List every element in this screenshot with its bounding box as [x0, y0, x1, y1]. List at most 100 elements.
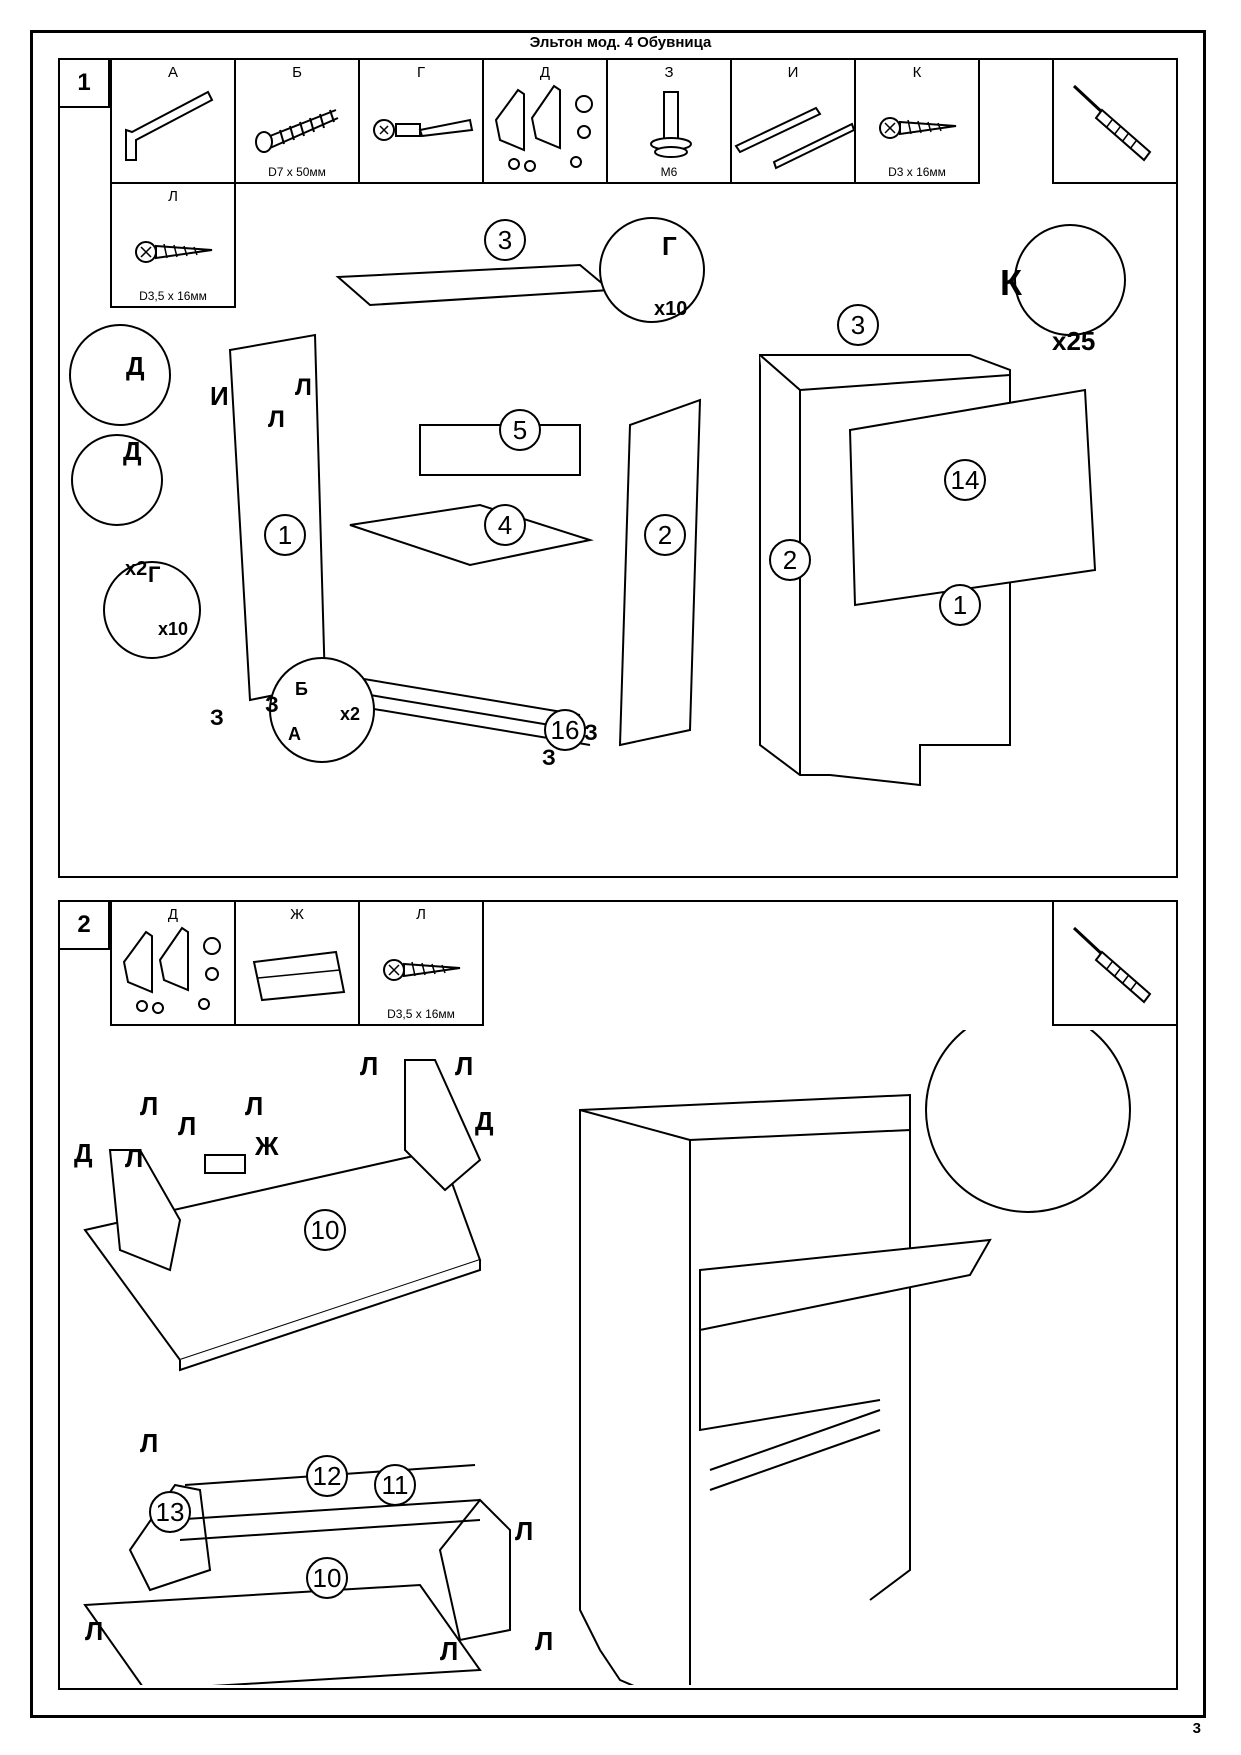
- callout-letter: Л: [535, 1626, 553, 1656]
- part-l: Л D3,5 x 16мм: [358, 900, 484, 1026]
- handle: [204, 1154, 246, 1174]
- part-letter: Д: [167, 906, 179, 923]
- cam-lock-icon: [373, 118, 474, 141]
- callout-letter: Д: [74, 1138, 93, 1168]
- flap-panel-10: [83, 1583, 482, 1685]
- callout-letter: Б: [295, 679, 308, 699]
- panel-label: 3: [498, 225, 512, 255]
- step-1-number: 1: [60, 60, 110, 108]
- part-k: К D3 x 16мм: [854, 58, 980, 184]
- callout-letter: Г: [148, 562, 161, 587]
- rail-icon: [734, 106, 856, 170]
- wood-screw-icon: [879, 117, 957, 139]
- zoom-detail-circle: [925, 1030, 1131, 1213]
- side-panel-2: [618, 398, 702, 747]
- callout-count: x10: [654, 298, 687, 320]
- part-letter: З: [664, 64, 674, 81]
- top-panel-3: [335, 263, 613, 307]
- hex-key-icon: [125, 90, 214, 161]
- lift-mechanism: [108, 1149, 182, 1272]
- part-l: Л D3,5 x 16мм: [110, 182, 236, 308]
- step-2-panel: 2: [58, 900, 1178, 1690]
- detail-circle-d2: [71, 434, 163, 526]
- panel-label: 3: [851, 310, 865, 340]
- part-size: М6: [660, 165, 678, 179]
- panel-label: 2: [658, 520, 672, 550]
- side-frame-13: [438, 1498, 511, 1642]
- document-title: Эльтон мод. 4 Обувница: [529, 34, 712, 51]
- part-letter: Г: [416, 64, 426, 81]
- panel-label: 2: [783, 545, 797, 575]
- lift-mechanism-icon: [494, 84, 593, 172]
- confirmat-screw-icon: [255, 109, 339, 153]
- callout-count: x10: [158, 619, 188, 639]
- callout-letter: К: [1000, 262, 1023, 303]
- panel-label: 1: [953, 590, 967, 620]
- shelf-panel-4: [349, 503, 594, 567]
- wood-screw-icon: [135, 241, 213, 263]
- part-zh: Ж: [234, 900, 360, 1026]
- detail-circle-g-left: [103, 561, 201, 659]
- part-size: D3,5 x 16мм: [387, 1007, 455, 1021]
- callout-letter: Г: [662, 231, 677, 261]
- panel-label: 1: [278, 520, 292, 550]
- callout-letter: Л: [515, 1516, 533, 1546]
- part-letter: Л: [168, 188, 178, 205]
- part-g: Г: [358, 58, 484, 184]
- tool-cell-step-2: [1052, 900, 1178, 1026]
- detail-circle-b: [269, 657, 375, 763]
- screwdriver-icon: [1072, 84, 1152, 162]
- panel-label: 10: [311, 1215, 340, 1245]
- callout-letter: Л: [178, 1111, 196, 1141]
- callout-letter: Л: [245, 1091, 263, 1121]
- part-z: З М6: [606, 58, 732, 184]
- callout-letter: Л: [268, 406, 285, 433]
- callout-letter: Л: [440, 1636, 458, 1666]
- callout-letter: Д: [123, 436, 142, 466]
- lift-mechanism-icon: [122, 926, 221, 1014]
- callout-letter: Л: [85, 1616, 103, 1646]
- callout-count: x25: [1052, 326, 1095, 356]
- callout-letter: Д: [126, 351, 145, 381]
- panel-label: 5: [513, 415, 527, 445]
- panel-label: 4: [498, 510, 512, 540]
- part-d: Д: [110, 900, 236, 1026]
- part-i: И: [730, 58, 856, 184]
- part-size: D3 x 16мм: [888, 165, 946, 179]
- callout-letter: Л: [455, 1051, 473, 1081]
- callout-letter: З: [584, 720, 598, 745]
- wood-screw-icon: [383, 959, 461, 981]
- part-size: D7 x 50мм: [268, 165, 326, 179]
- callout-letter: З: [265, 692, 279, 717]
- part-letter: Д: [539, 64, 551, 81]
- part-d: Д: [482, 58, 608, 184]
- part-letter: Л: [416, 906, 426, 923]
- part-size: D3,5 x 16мм: [139, 289, 207, 303]
- callout-letter: Л: [360, 1051, 378, 1081]
- panel-label: 16: [551, 715, 580, 745]
- open-flap: [699, 1238, 992, 1332]
- adjustable-foot-icon: [650, 91, 692, 158]
- part-letter: Ж: [290, 906, 304, 923]
- detail-circle-g-top: [599, 217, 705, 323]
- panel-label: 10: [313, 1563, 342, 1593]
- callout-letter: З: [210, 705, 224, 730]
- tool-cell-step-1: [1052, 58, 1178, 184]
- detail-circle-d1: [69, 324, 171, 426]
- page-number: 3: [1192, 1720, 1201, 1737]
- step-2-illustration: 10 12 11 13 10 Л Д Л Л Л Ж Л Л Д Л Л Л Л…: [74, 1030, 1131, 1685]
- callout-count: x2: [340, 704, 360, 724]
- callout-letter: Д: [475, 1106, 494, 1136]
- part-a: А: [110, 58, 236, 184]
- part-letter: К: [912, 64, 922, 81]
- callout-letter: Л: [140, 1428, 158, 1458]
- page-frame: [30, 30, 1206, 1718]
- callout-letter: А: [288, 724, 301, 744]
- handle-icon: [252, 950, 346, 1002]
- callout-letter: Л: [140, 1091, 158, 1121]
- step-1-illustration: 3 5 4 1 2 16 3 2 14 1 Г x10 К x25 Д Д x2…: [69, 217, 1126, 787]
- assembled-cabinet: [579, 1093, 911, 1685]
- part-letter: И: [787, 64, 799, 81]
- step-2-number: 2: [60, 902, 110, 950]
- part-letter: Б: [292, 64, 302, 81]
